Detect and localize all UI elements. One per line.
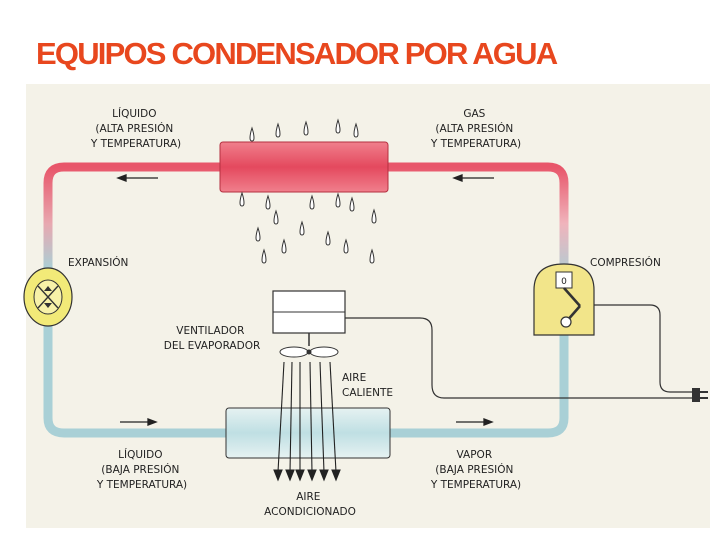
water-drop [273, 209, 279, 225]
svg-text:0: 0 [561, 277, 567, 287]
compressor-cable [594, 304, 692, 393]
label-vapor-low: VAPOR (BAJA PRESIÓN Y TEMPERATURA) [430, 449, 521, 491]
fan-blade-left [279, 346, 309, 358]
evaporator [225, 407, 391, 459]
power-cables [345, 304, 692, 399]
water-drop [343, 238, 349, 254]
water-drop [371, 208, 377, 224]
page-title: EQUIPOS CONDENSADOR POR AGUA [36, 36, 558, 71]
label-liquid-high: LÍQUIDO (ALTA PRESIÓN Y TEMPERATURA) [90, 107, 181, 150]
water-drop [303, 120, 309, 136]
water-drop [335, 192, 341, 208]
label-gas-high: GAS (ALTA PRESIÓN Y TEMPERATURA) [430, 108, 521, 150]
water-drop [299, 220, 305, 236]
water-drop [249, 126, 255, 142]
compressor: 0 [533, 263, 595, 336]
flow-arrow-bottom-left [120, 418, 158, 426]
pipe-top-right [388, 162, 569, 280]
air-flow-arrows [273, 361, 341, 482]
water-drop [275, 122, 281, 138]
water-drop [325, 230, 331, 246]
water-drop [255, 226, 261, 242]
label-conditioned-air: AIRE ACONDICIONADO [264, 491, 356, 518]
water-drop [239, 191, 245, 207]
label-fan: VENTILADOR DEL EVAPORADOR [164, 325, 261, 352]
water-drop [261, 248, 267, 264]
water-drop [309, 194, 315, 210]
water-drop [369, 248, 375, 264]
pipe-bottom-left [43, 318, 226, 438]
power-plug [692, 388, 708, 402]
flow-arrow-bottom-right [456, 418, 494, 426]
label-compression: COMPRESIÓN [590, 256, 661, 269]
evaporator-fan [272, 290, 346, 358]
compressor-body [533, 263, 595, 336]
flow-arrows [116, 174, 494, 426]
pipe-bottom-right [390, 335, 569, 438]
water-drop [349, 196, 355, 212]
label-expansion: EXPANSIÓN [68, 256, 128, 269]
water-drop [353, 122, 359, 138]
label-liquid-low: LÍQUIDO (BAJA PRESIÓN Y TEMPERATURA) [96, 448, 187, 491]
water-drop [281, 238, 287, 254]
refrigerant-loop [43, 162, 569, 438]
water-drop [335, 118, 341, 134]
expansion-valve [23, 267, 73, 327]
flow-arrow-top-left [116, 174, 158, 182]
condenser [219, 141, 389, 193]
flow-arrow-top-right [452, 174, 494, 182]
water-drops [239, 118, 377, 264]
label-hot-air: AIRE CALIENTE [342, 372, 393, 399]
fan-cable [345, 317, 692, 399]
fan-blade-right [309, 346, 339, 358]
water-drop [265, 194, 271, 210]
pipe-top-left [43, 162, 220, 270]
